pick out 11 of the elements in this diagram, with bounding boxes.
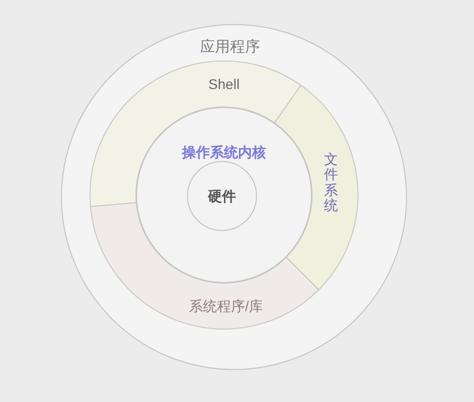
layer-label: 操作系统内核 xyxy=(182,145,266,159)
layer-circle xyxy=(61,24,407,370)
layer-label: 系统程序/库 xyxy=(189,299,263,313)
layer-circle xyxy=(136,107,312,283)
ring-segment xyxy=(89,60,302,208)
layer-label: 文件系统 xyxy=(324,152,338,214)
layer-label: 应用程序 xyxy=(200,40,260,54)
layer-label: Shell xyxy=(208,77,240,91)
layer-circle xyxy=(187,161,257,231)
ring-segment xyxy=(273,84,359,291)
layer-label: 硬件 xyxy=(208,189,236,203)
